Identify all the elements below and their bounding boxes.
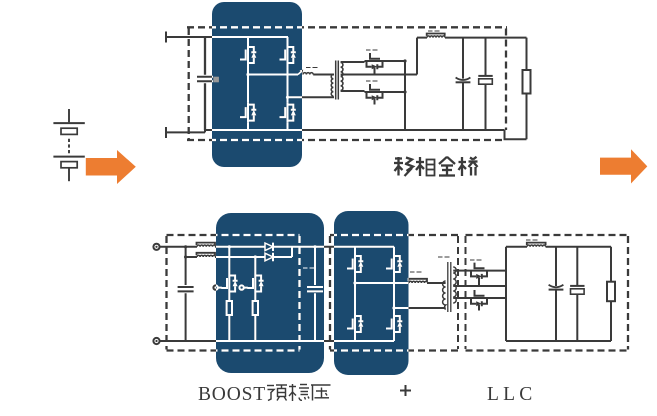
svg-text:BOOST: BOOST: [198, 384, 266, 405]
svg-text:LLC: LLC: [487, 384, 536, 405]
